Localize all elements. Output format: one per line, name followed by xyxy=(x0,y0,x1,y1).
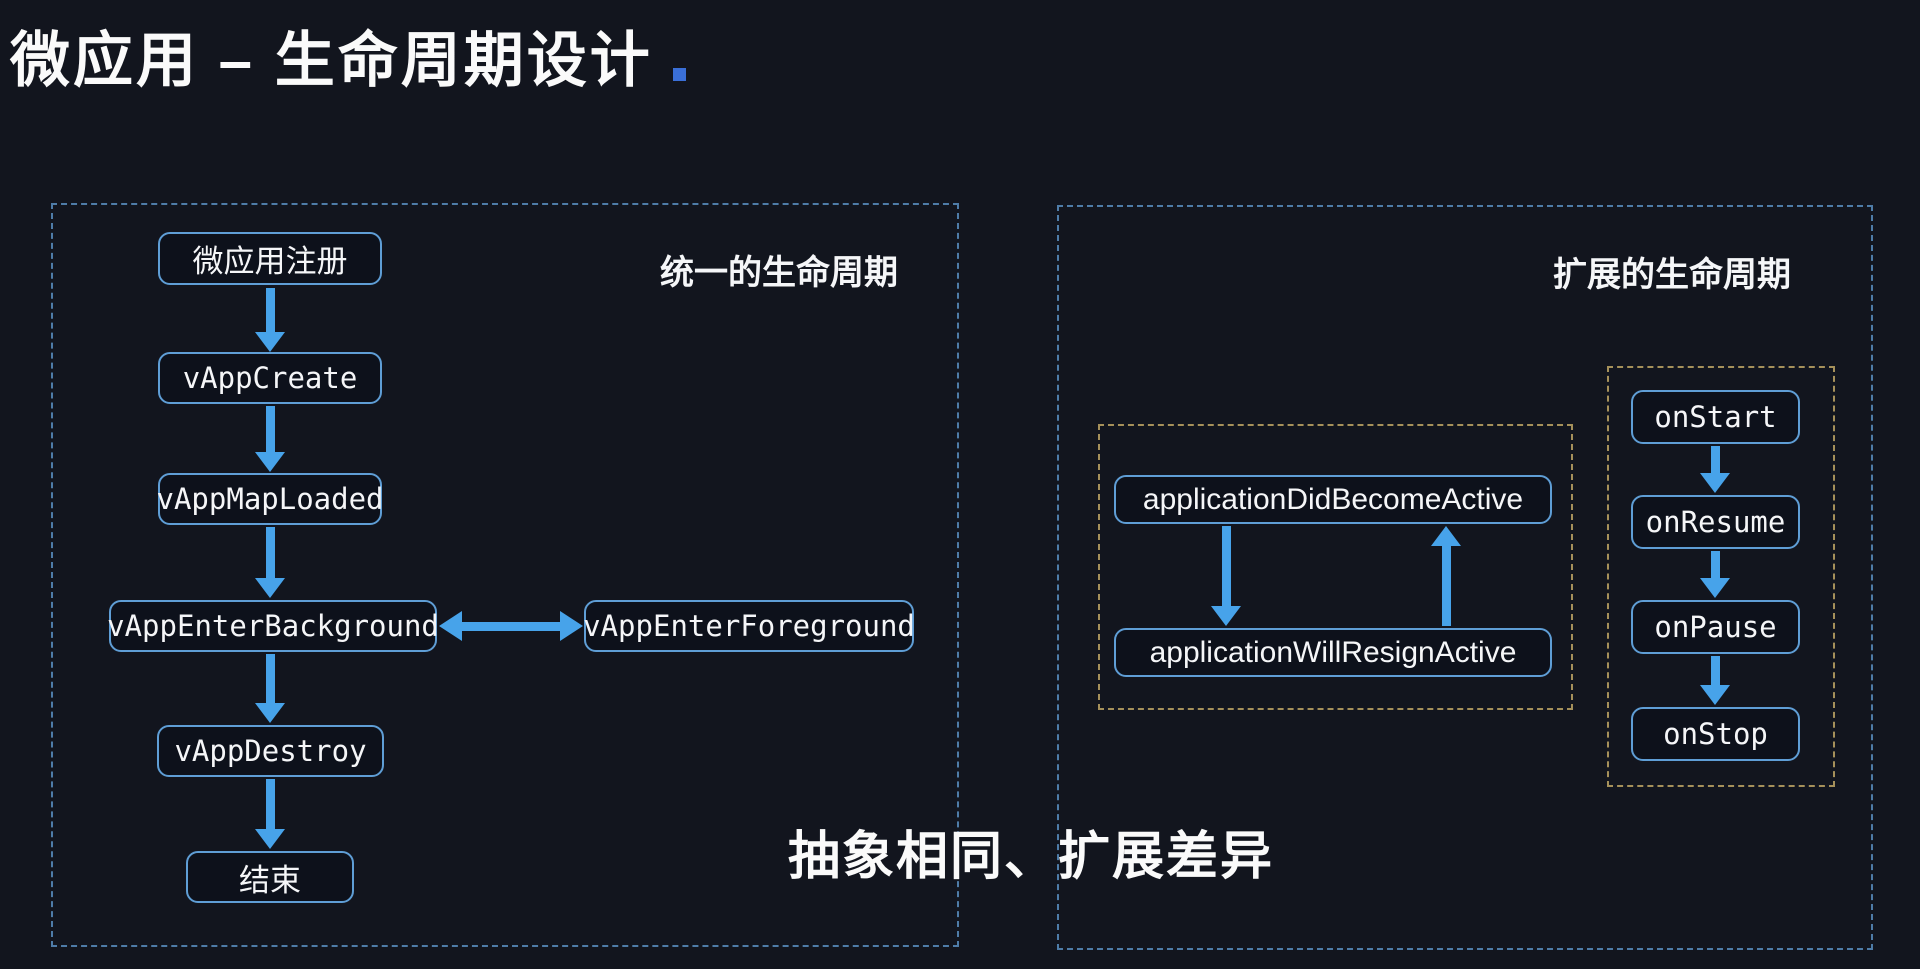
arrow-shaft xyxy=(1710,551,1720,578)
flow-node-vappenterforeground-label: vAppEnterForeground xyxy=(583,609,915,643)
arrow-shaft xyxy=(462,621,560,631)
arrow-head xyxy=(255,829,285,849)
arrow-head xyxy=(255,578,285,598)
flow-node-didbecomeactive-label: applicationDidBecomeActive xyxy=(1142,482,1524,516)
flow-node-vappdestroy: vAppDestroy xyxy=(157,725,384,777)
arrow-shaft xyxy=(265,288,275,332)
arrow-head xyxy=(1700,473,1730,493)
flow-node-end-label: 结束 xyxy=(239,862,301,898)
slide-caption: 抽象相同、扩展差异 xyxy=(788,828,1275,886)
arrow-down-icon xyxy=(1211,526,1241,626)
flow-node-register: 微应用注册 xyxy=(158,232,382,285)
arrow-shaft xyxy=(1441,546,1451,626)
arrow-head xyxy=(255,703,285,723)
flow-node-onstart-label: onStart xyxy=(1654,400,1777,434)
unified-lifecycle-label: 统一的生命周期 xyxy=(660,254,898,292)
arrow-down-icon xyxy=(255,654,285,723)
flow-node-onresume: onResume xyxy=(1631,495,1800,549)
arrow-left-right-icon xyxy=(439,611,583,641)
arrow-down-icon xyxy=(255,406,285,472)
flow-node-vappmaploaded-label: vAppMapLoaded xyxy=(156,482,384,516)
arrow-head xyxy=(1211,606,1241,626)
arrow-shaft xyxy=(265,406,275,452)
flow-node-vappcreate: vAppCreate xyxy=(158,352,382,404)
page-title-text: 微应用 – 生命周期设计 xyxy=(10,27,653,94)
arrow-shaft xyxy=(265,527,275,578)
arrow-head xyxy=(1700,685,1730,705)
unified-lifecycle-panel: 统一的生命周期 微应用注册 vAppCreate vAppMapLoaded v… xyxy=(51,203,959,947)
arrow-shaft xyxy=(265,654,275,703)
arrow-head xyxy=(255,452,285,472)
flow-node-onpause-label: onPause xyxy=(1654,610,1777,644)
arrow-down-icon xyxy=(1700,551,1730,598)
flow-node-willresignactive: applicationWillResignActive xyxy=(1114,628,1552,677)
extended-lifecycle-label: 扩展的生命周期 xyxy=(1553,256,1791,294)
flow-node-vappenterbackground-label: vAppEnterBackground xyxy=(107,609,439,643)
flow-node-onstop: onStop xyxy=(1631,707,1800,761)
extended-lifecycle-panel: 扩展的生命周期 applicationDidBecomeActive appli… xyxy=(1057,205,1873,950)
flow-node-onpause: onPause xyxy=(1631,600,1800,654)
accent-dot-icon xyxy=(672,68,686,81)
flow-node-register-label: 微应用注册 xyxy=(192,244,348,279)
flow-node-vappenterforeground: vAppEnterForeground xyxy=(583,600,915,652)
on-lifecycle-group xyxy=(1607,366,1835,787)
arrow-down-icon xyxy=(255,288,285,352)
page-title: 微应用 – 生命周期设计 xyxy=(10,12,686,99)
arrow-shaft xyxy=(265,779,275,829)
flow-node-vappenterbackground: vAppEnterBackground xyxy=(107,600,439,652)
arrow-head xyxy=(255,332,285,352)
arrow-down-icon xyxy=(1700,446,1730,493)
arrow-down-icon xyxy=(1700,656,1730,705)
arrow-head xyxy=(1431,526,1461,546)
arrow-head-right xyxy=(560,611,583,641)
flow-node-end: 结束 xyxy=(186,851,354,903)
flow-node-didbecomeactive: applicationDidBecomeActive xyxy=(1114,475,1552,524)
flow-node-onresume-label: onResume xyxy=(1645,505,1786,539)
arrow-shaft xyxy=(1221,526,1231,606)
arrow-head-left xyxy=(439,611,462,641)
arrow-up-icon xyxy=(1431,526,1461,626)
flow-node-vappcreate-label: vAppCreate xyxy=(182,361,358,395)
application-lifecycle-group xyxy=(1098,424,1573,710)
arrow-down-icon xyxy=(255,779,285,849)
arrow-down-icon xyxy=(255,527,285,598)
arrow-head xyxy=(1700,578,1730,598)
flow-node-willresignactive-label: applicationWillResignActive xyxy=(1149,635,1517,669)
flow-node-onstop-label: onStop xyxy=(1663,717,1768,751)
flow-node-onstart: onStart xyxy=(1631,390,1800,444)
arrow-shaft xyxy=(1710,446,1720,473)
flow-node-vappmaploaded: vAppMapLoaded xyxy=(156,473,384,525)
arrow-shaft xyxy=(1710,656,1720,685)
flow-node-vappdestroy-label: vAppDestroy xyxy=(174,734,367,768)
